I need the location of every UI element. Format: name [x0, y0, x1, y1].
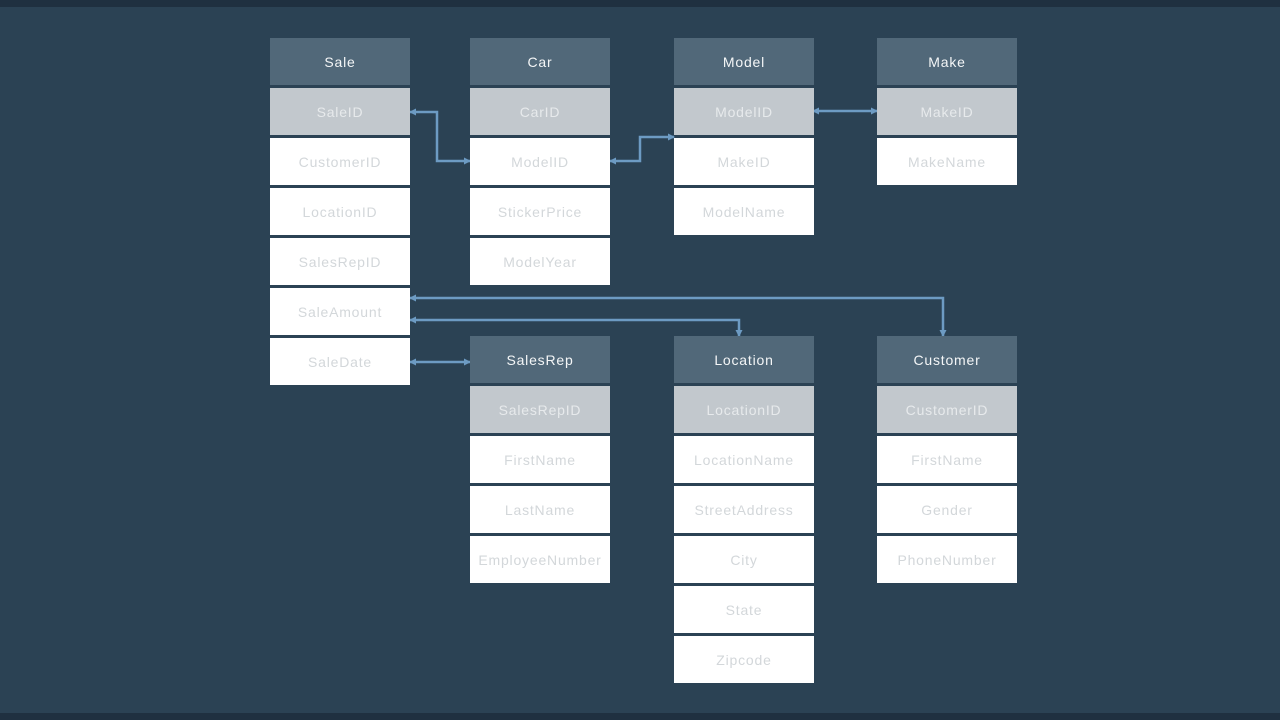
field-sale-locationid: LocationID [270, 188, 410, 235]
field-sale-customerid: CustomerID [270, 138, 410, 185]
connector-sale-locationid-to-location [409, 316, 743, 337]
field-location-city: City [674, 536, 814, 583]
field-salesrep-lastname: LastName [470, 486, 610, 533]
field-location-locationname: LocationName [674, 436, 814, 483]
field-customer-gender: Gender [877, 486, 1017, 533]
field-car-modelyear: ModelYear [470, 238, 610, 285]
field-salesrep-salesrepid: SalesRepID [470, 386, 610, 433]
field-location-zipcode: Zipcode [674, 636, 814, 683]
table-title-salesrep: SalesRep [470, 336, 610, 383]
table-title-make: Make [877, 38, 1017, 85]
field-model-makeid: MakeID [674, 138, 814, 185]
field-sale-saleamount: SaleAmount [270, 288, 410, 335]
connector-car-modelid-to-model-modelid [609, 133, 675, 165]
field-customer-customerid: CustomerID [877, 386, 1017, 433]
connector-sale-customerid-to-customer [409, 294, 947, 337]
field-car-stickerprice: StickerPrice [470, 188, 610, 235]
field-make-makename: MakeName [877, 138, 1017, 185]
field-location-locationid: LocationID [674, 386, 814, 433]
field-salesrep-firstname: FirstName [470, 436, 610, 483]
field-model-modelid: ModelID [674, 88, 814, 135]
field-customer-firstname: FirstName [877, 436, 1017, 483]
letterbox-bottom-bar [0, 713, 1280, 720]
table-title-customer: Customer [877, 336, 1017, 383]
field-customer-phonenumber: PhoneNumber [877, 536, 1017, 583]
field-location-state: State [674, 586, 814, 633]
field-sale-saleid: SaleID [270, 88, 410, 135]
letterbox-top-bar [0, 0, 1280, 7]
table-title-sale: Sale [270, 38, 410, 85]
connector-sale-saleid-to-car-modelid [409, 108, 471, 165]
field-sale-salesrepid: SalesRepID [270, 238, 410, 285]
table-title-car: Car [470, 38, 610, 85]
field-salesrep-employeenumber: EmployeeNumber [470, 536, 610, 583]
field-sale-saledate: SaleDate [270, 338, 410, 385]
table-title-model: Model [674, 38, 814, 85]
field-make-makeid: MakeID [877, 88, 1017, 135]
field-car-modelid: ModelID [470, 138, 610, 185]
field-model-modelname: ModelName [674, 188, 814, 235]
table-title-location: Location [674, 336, 814, 383]
field-car-carid: CarID [470, 88, 610, 135]
field-location-streetaddress: StreetAddress [674, 486, 814, 533]
